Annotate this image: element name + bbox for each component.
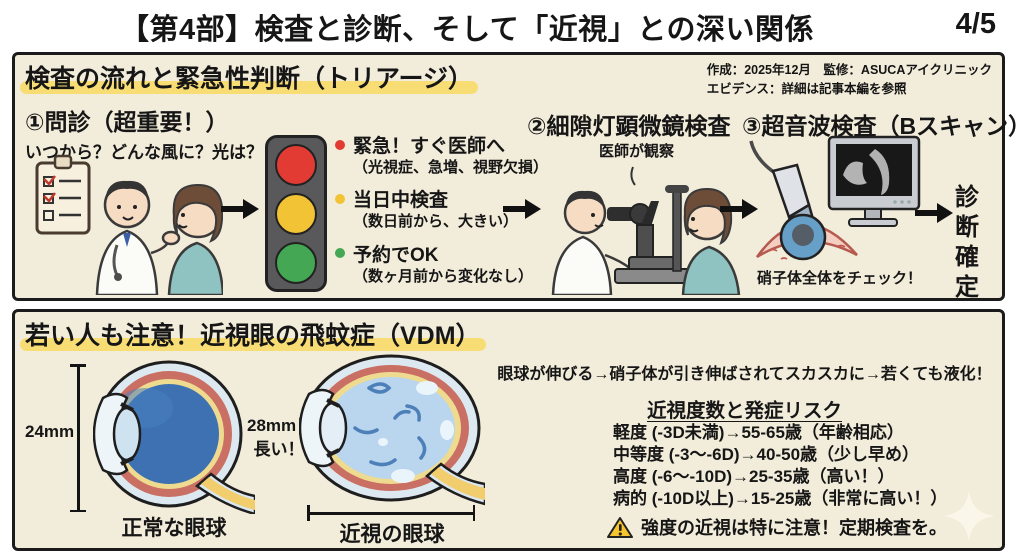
step2-title: ②細隙灯顕微鏡検査 — [527, 113, 731, 139]
credits-line-1: 作成：2025年12月 監修：ASUCAアイクリニック — [706, 63, 992, 77]
bscan-monitor-icon — [827, 135, 921, 227]
horizontal-measure-line — [307, 506, 475, 520]
arrow-right-icon — [915, 203, 953, 223]
step2-caption: 医師が観察 — [599, 143, 675, 160]
traffic-light-yellow — [275, 193, 317, 235]
myopic-eye-label: 近視の眼球 — [339, 523, 445, 546]
vdm-explanation: 眼球が伸びる→硝子体が引き伸ばされてスカスカに→若くても液化！ — [497, 366, 992, 383]
risk-list: 軽度 (-3D未満)→55-65歳（年齢相応） 中等度 (-3〜-6D)→40-… — [613, 422, 947, 510]
myopic-eye-illustration — [299, 354, 485, 506]
examined-patient-figure — [681, 187, 741, 295]
credits: 作成：2025年12月 監修：ASUCAアイクリニック エビデンス：詳細は記事本… — [707, 61, 992, 99]
traffic-light-icon — [265, 135, 327, 292]
arrow-right-icon — [503, 199, 541, 219]
warning-text: 強度の近視は特に注意！定期検査を。 — [641, 518, 947, 538]
triage-item-urgent: 緊急！すぐ医師へ （光視症、急増、視野欠損） — [335, 131, 548, 178]
risk-item-moderate: 中等度 (-3〜-6D)→40-50歳（少し早め） — [613, 445, 920, 464]
checklist-clipboard-icon — [35, 154, 91, 235]
step1-title: ①問診（超重要！） — [25, 109, 229, 135]
examined-eye-icon — [755, 213, 858, 261]
ultrasound-illustration — [749, 135, 921, 261]
slit-lamp-illustration — [551, 166, 741, 295]
step1-question: いつから？どんな風に？光は？ — [25, 143, 263, 162]
risk-item-high: 高度 (-6〜-10D)→25-35歳（高い！） — [613, 467, 895, 486]
sparkle-icon — [943, 490, 995, 542]
arrow-right-icon — [720, 199, 758, 219]
arrow-right-icon — [221, 199, 259, 219]
traffic-light-red — [275, 144, 317, 186]
triage-panel-header: 検査の流れと緊急性判断（トリアージ） — [19, 59, 479, 95]
patient-figure — [167, 183, 223, 295]
traffic-light-green — [275, 242, 317, 284]
doctor-figure — [95, 180, 181, 295]
risk-item-mild: 軽度 (-3D未満)→55-65歳（年齢相応） — [613, 423, 904, 442]
normal-eye-label: 正常な眼球 — [121, 517, 227, 540]
interview-illustration — [35, 154, 223, 295]
risk-item-pathologic: 病的 (-10D以上)→15-25歳（非常に高い！） — [613, 489, 948, 508]
myopic-eye-note: 28mm！ 長い！ — [247, 416, 314, 459]
normal-eye-measure: 24mm — [25, 422, 75, 441]
page-number: 4/5 — [955, 8, 996, 40]
floater-blobs — [378, 381, 454, 483]
vdm-panel-header: 若い人も注意！近視眼の飛蚊症（VDM） — [20, 316, 486, 352]
red-bullet-icon — [335, 139, 345, 150]
step3-title: ③超音波検査（Bスキャン） — [742, 113, 1024, 139]
examining-doctor-figure — [551, 190, 632, 295]
triage-item-sameday: 当日中検査 （数日前から、大きい） — [335, 185, 548, 232]
normal-eye-illustration — [93, 360, 255, 514]
triage-panel: 検査の流れと緊急性判断（トリアージ） 作成：2025年12月 監修：ASUCAア… — [12, 52, 1024, 301]
triage-list: 緊急！すぐ医師へ （光視症、急増、視野欠損） 当日中検査 （数日前から、大きい）… — [335, 131, 548, 294]
risk-title: 近視度数と発症リスク — [646, 400, 842, 422]
slit-lamp-microscope — [607, 185, 692, 284]
floaters — [353, 382, 427, 467]
credits-line-2: エビデンス：詳細は記事本編を参照 — [706, 81, 907, 96]
yellow-bullet-icon — [335, 193, 345, 204]
page-title: 【第4部】検査と診断、そして「近視」との深い関係 — [120, 14, 814, 46]
green-bullet-icon — [335, 248, 345, 258]
warning-row: 強度の近視は特に注意！定期検査を。 — [607, 514, 947, 540]
risk-title-wrap: 近視度数と発症リスク — [481, 394, 1008, 423]
step3-caption: 硝子体全体をチェック！ — [757, 270, 923, 287]
vertical-measure-line — [71, 364, 85, 512]
triage-item-reservation: 予約でOK （数ヶ月前から変化なし） — [335, 240, 548, 287]
vdm-panel: 若い人も注意！近視眼の飛蚊症（VDM） 24mm 正常な眼球 28mm！ 長い！ — [12, 309, 1005, 551]
warning-triangle-icon — [607, 516, 633, 538]
diagnosis-result: 診断 確定 — [955, 184, 979, 301]
